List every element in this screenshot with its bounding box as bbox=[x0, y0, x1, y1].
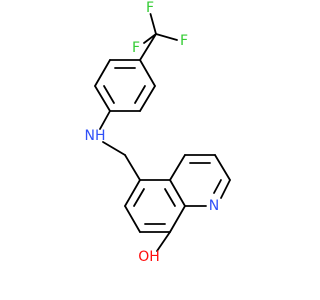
bond-q-c8a-c8 bbox=[169, 205, 186, 233]
bond-c8-oh bbox=[156, 231, 171, 252]
atom-label-f2: F bbox=[180, 33, 188, 49]
bond-q-c6-c5 bbox=[124, 179, 141, 207]
bond-ph-4 bbox=[94, 85, 111, 112]
molecule-canvas: F F F NH N OH bbox=[85, 0, 231, 265]
atom-labels: F F F NH N OH bbox=[85, 0, 220, 265]
bond-ph-double-2 bbox=[103, 85, 115, 104]
bond-ph-2 bbox=[139, 85, 156, 112]
atom-label-oh: OH bbox=[138, 249, 160, 265]
atom-label-n: N bbox=[209, 198, 219, 214]
atom-label-nh: NH bbox=[85, 128, 106, 144]
bond-cf3-f2 bbox=[155, 33, 178, 41]
bond-cf3-ring bbox=[139, 33, 157, 61]
bond-ph-5 bbox=[94, 59, 111, 87]
atom-label-f3: F bbox=[132, 40, 140, 56]
bond-q-double-1 bbox=[133, 188, 145, 207]
bond-q-c4a-c4 bbox=[169, 154, 186, 181]
bond-q-double-5 bbox=[213, 179, 222, 194]
bond-ch2-quinoline bbox=[124, 154, 141, 181]
bond-q-c4a-c8a bbox=[169, 179, 186, 207]
bond-ring-nh bbox=[99, 110, 111, 130]
bond-ph-double-1 bbox=[134, 85, 146, 104]
structure-diagram: F F F NH N OH bbox=[85, 0, 231, 265]
bond-q-double-3 bbox=[164, 188, 176, 207]
atom-label-f1: F bbox=[146, 0, 154, 16]
bond-nh-ch2 bbox=[102, 141, 126, 156]
bond-ph-1 bbox=[139, 59, 156, 87]
bond-q-c2-n bbox=[220, 179, 231, 199]
bond-q-c3-c2 bbox=[214, 154, 231, 181]
bond-cf3-f1 bbox=[149, 13, 157, 35]
bond-q-c7-c6 bbox=[124, 205, 141, 233]
bonds bbox=[94, 13, 231, 252]
bond-cf3-f3 bbox=[143, 33, 157, 44]
